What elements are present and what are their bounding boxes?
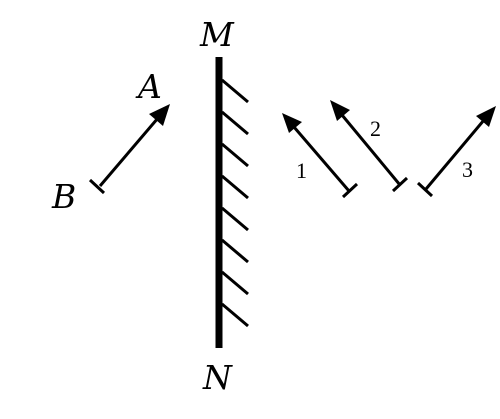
hatch-mark — [221, 270, 249, 296]
mirror: M N — [199, 15, 249, 397]
hatch-mark — [221, 78, 249, 104]
hatch-mark — [221, 302, 249, 328]
candidate-1-tail-bar — [341, 182, 359, 199]
candidate-1-arrowhead — [282, 113, 302, 133]
candidate-2-arrowhead — [330, 100, 350, 121]
object-tail-label-b: B — [51, 177, 76, 216]
candidate-2-label: 2 — [370, 116, 381, 141]
object-tail-bar — [88, 178, 106, 195]
candidate-image-3: 3 — [416, 106, 496, 198]
candidate-3-label: 3 — [462, 157, 473, 182]
hatch-mark — [221, 110, 249, 136]
candidate-3-shaft — [424, 119, 486, 190]
hatch-mark — [221, 238, 249, 264]
object-arrow-ab: A B — [51, 67, 170, 216]
candidate-1-label: 1 — [296, 158, 307, 183]
object-head-label-a: A — [135, 67, 162, 106]
hatch-mark — [221, 142, 249, 168]
mirror-hatching — [221, 78, 249, 328]
hatch-mark — [221, 174, 249, 200]
candidate-3-tail-bar — [416, 181, 434, 198]
candidate-3-arrowhead — [476, 106, 496, 127]
object-arrowhead — [149, 104, 170, 126]
candidate-1-shaft — [292, 126, 351, 192]
candidate-image-2: 2 — [330, 100, 409, 193]
object-arrow-shaft — [98, 117, 160, 187]
mirror-top-label: M — [199, 15, 235, 54]
mirror-bottom-label: N — [202, 358, 233, 397]
candidate-image-1: 1 — [282, 113, 359, 199]
candidate-2-shaft — [340, 114, 402, 186]
candidate-2-tail-bar — [391, 176, 409, 193]
hatch-mark — [221, 206, 249, 232]
